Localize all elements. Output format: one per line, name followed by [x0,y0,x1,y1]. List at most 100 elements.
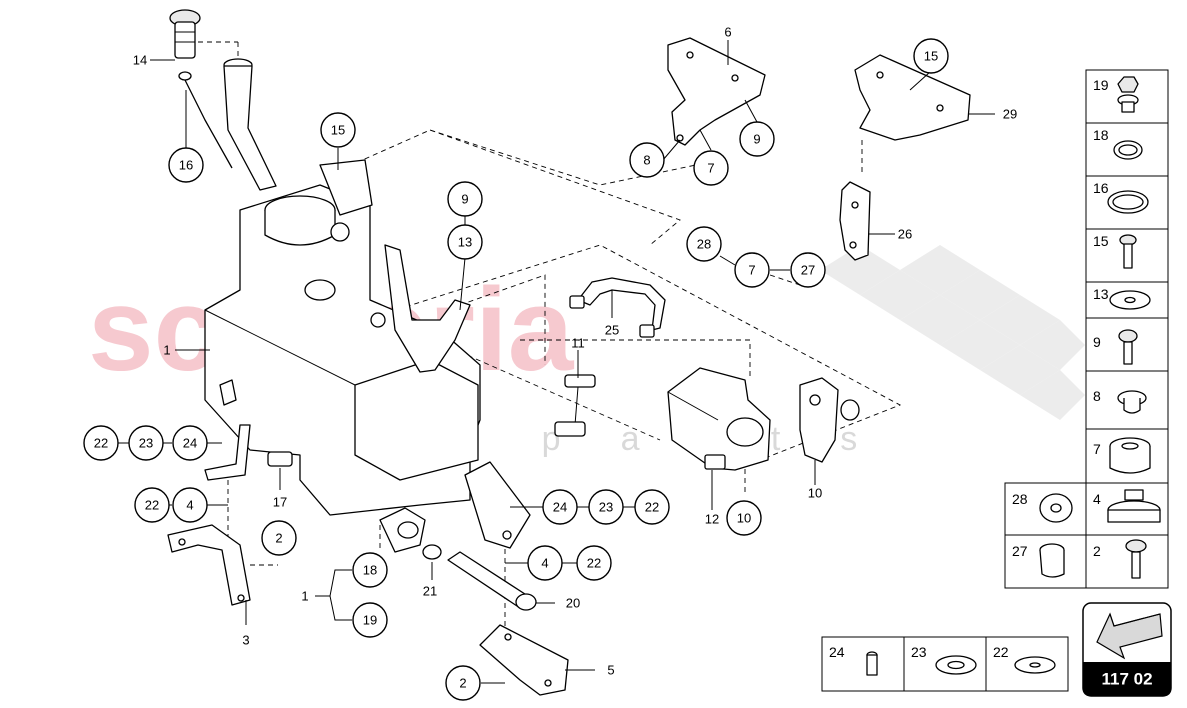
page-code-box: 117 02 [1082,602,1172,697]
callout-5: 5 [607,663,614,678]
legend-icon-18 [1113,140,1143,160]
callout-14: 14 [133,53,147,68]
callout-23-right: 23 [588,489,624,525]
pump-12 [667,367,771,471]
legend-num-4: 4 [1093,491,1101,507]
svg-text:7: 7 [748,263,755,278]
callout-2-bracket5: 2 [445,665,481,701]
svg-text:9: 9 [753,132,760,147]
legend-num-27: 27 [1012,543,1028,559]
callout-10-bracket: 10 [808,486,822,501]
leader-lines [118,40,995,684]
legend-icon-13 [1109,290,1151,310]
callout-9-center: 9 [447,181,483,217]
svg-text:16: 16 [179,158,193,173]
bracket-26 [839,181,871,261]
callout-29: 29 [1003,107,1017,122]
callout-3: 3 [242,633,249,648]
callout-11: 11 [571,336,585,351]
legend-num-24: 24 [829,644,845,660]
callout-12: 12 [705,512,719,527]
callout-26: 26 [898,227,912,242]
callout-13: 13 [447,224,483,260]
svg-text:2: 2 [275,531,282,546]
reservoir-tank [204,159,481,516]
legend-num-8: 8 [1093,388,1101,404]
pipe-20 [447,551,537,611]
legend-bottom: 24 23 22 [821,636,1069,692]
legend-icon-15 [1119,234,1137,269]
checkered-flag-watermark [820,245,1085,420]
svg-text:4: 4 [541,556,548,571]
o-ring-21 [422,544,442,560]
callout-20: 20 [566,596,580,611]
bracket-left [204,379,251,481]
legend-icon-2 [1125,539,1147,579]
bracket-3 [167,524,251,606]
connector-11 [554,374,596,437]
callout-6: 6 [724,25,731,40]
legend-icon-4 [1107,489,1161,523]
callout-24-right: 24 [542,489,578,525]
svg-text:15: 15 [924,49,938,64]
callout-27: 27 [790,252,826,288]
callout-4-pipe: 4 [527,545,563,581]
svg-text:22: 22 [645,500,659,515]
bracket-29 [854,54,971,141]
svg-text:27: 27 [801,263,815,278]
callout-7-top: 7 [693,150,729,186]
callouts: 14 16 15 1 22 23 24 17 22 4 2 3 18 1 19 … [83,25,1017,701]
filler-cap [169,9,233,169]
callout-4-bracket3: 4 [172,487,208,523]
legend-icon-28 [1039,493,1073,523]
callout-7-mid: 7 [734,252,770,288]
svg-text:19: 19 [363,613,377,628]
callout-19: 19 [352,602,388,638]
legend-num-13: 13 [1093,286,1109,302]
svg-text:22: 22 [145,498,159,513]
callout-1-group: 1 [301,589,308,604]
legend-num-22: 22 [993,644,1009,660]
legend-left: 28 27 [1004,482,1087,589]
svg-text:7: 7 [707,161,714,176]
sensor-17 [267,451,293,467]
callout-17: 17 [273,495,287,510]
hose-connector [379,507,426,553]
callout-22-pipe: 22 [576,545,612,581]
hose-25 [569,277,666,338]
callout-2-bracket3: 2 [261,520,297,556]
svg-text:22: 22 [587,556,601,571]
svg-text:24: 24 [553,500,567,515]
svg-text:9: 9 [461,192,468,207]
svg-text:18: 18 [363,563,377,578]
legend-icon-7 [1109,437,1151,474]
page-code: 117 02 [1101,670,1152,689]
callout-25: 25 [605,323,619,338]
svg-text:10: 10 [737,511,751,526]
legend-num-9: 9 [1093,334,1101,350]
bracket-10 [799,377,860,463]
svg-text:24: 24 [183,436,197,451]
callout-21: 21 [423,584,437,599]
bracket-5 [479,624,569,696]
svg-text:2: 2 [459,676,466,691]
legend-right: 19 18 16 15 13 9 8 7 4 2 [1085,69,1169,589]
callout-1-tank: 1 [163,343,170,358]
tank-bracket-upper [384,244,471,373]
legend-num-23: 23 [911,644,927,660]
callout-22-bracket3: 22 [134,487,170,523]
callout-28: 28 [686,226,722,262]
legend-icon-8 [1117,390,1147,414]
svg-text:28: 28 [697,237,711,252]
callout-22-left: 22 [83,425,119,461]
bracket-right-lower [464,461,531,549]
callout-8: 8 [629,142,665,178]
legend-num-16: 16 [1093,180,1109,196]
legend-num-2: 2 [1093,543,1101,559]
callout-10-pump: 10 [726,500,762,536]
callout-23-left: 23 [128,425,164,461]
legend-num-15: 15 [1093,233,1109,249]
svg-text:13: 13 [458,235,472,250]
legend-icon-22 [1014,656,1056,674]
